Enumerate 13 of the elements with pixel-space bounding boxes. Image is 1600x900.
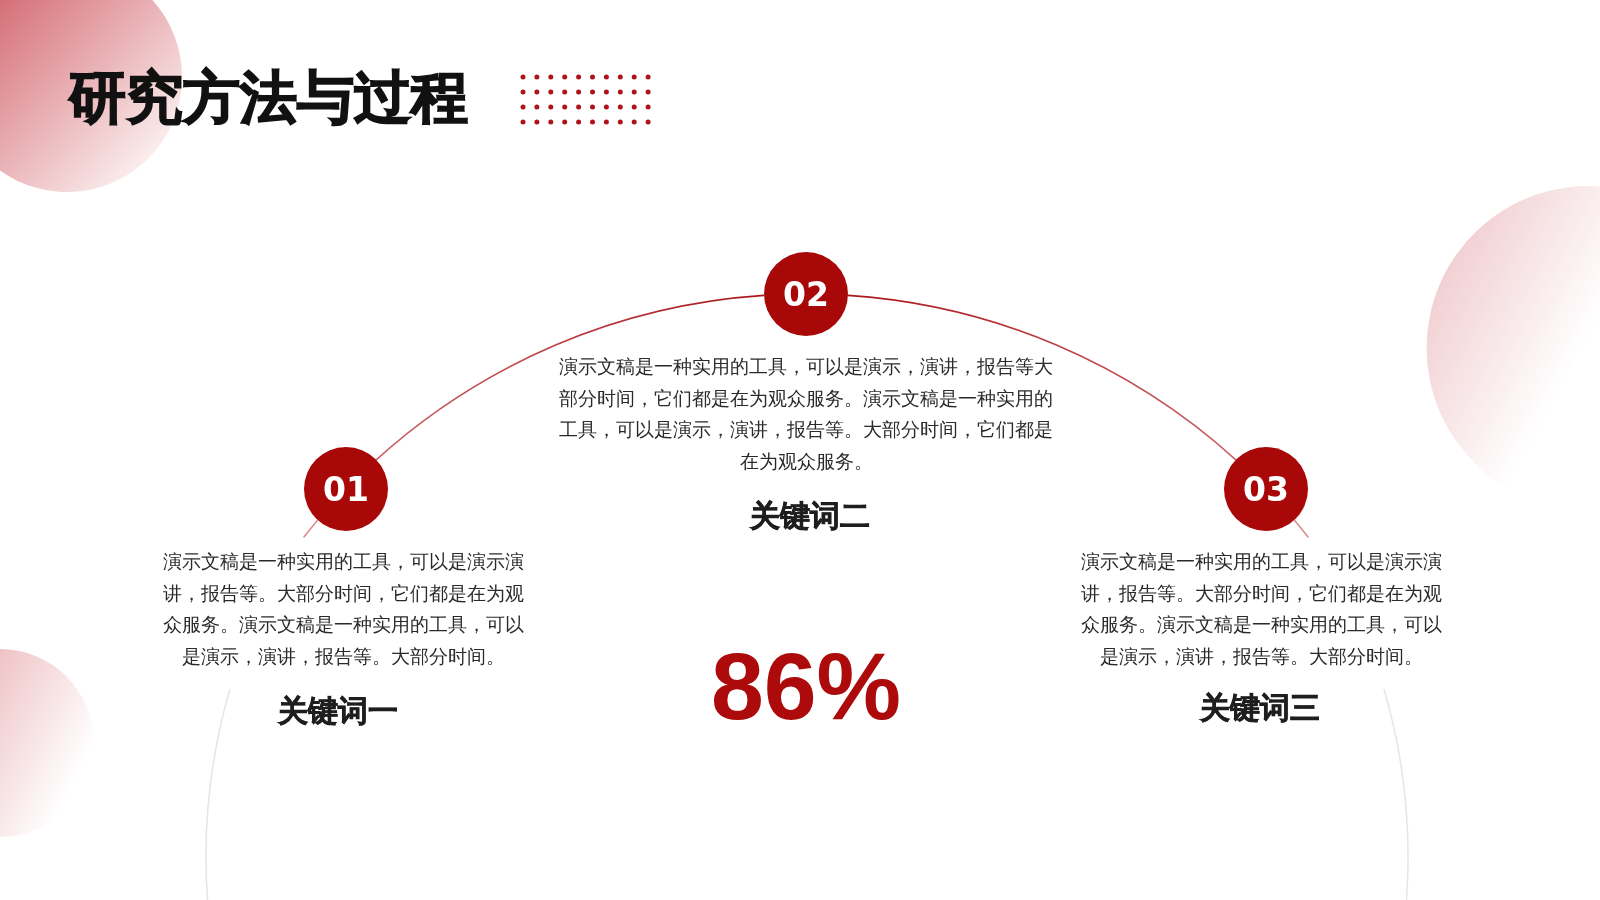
step-number: 01 — [323, 472, 369, 506]
arc-connector — [375, 294, 765, 461]
keyword-heading: 关键词一 — [278, 693, 398, 729]
description-text: 演示文稿是一种实用的工具，可以是演示，演讲，报告等大部分时间，它们都是在为观众服务。演示文稿是一种实用的工具，可以是演示，演讲，报告等。大部分时间，它们都是在为观众服务。 — [558, 355, 1054, 474]
step-number: 02 — [783, 277, 829, 311]
slide-title: 研究方法与过程 — [69, 68, 468, 128]
step-number: 03 — [1243, 472, 1289, 506]
percentage-value: 86% — [710, 639, 902, 734]
description-text: 演示文稿是一种实用的工具，可以是演示演讲，报告等。大部分时间，它们都是在为观众服务。演示文稿是一种实用的工具，可以是演示，演讲，报告等。大部分时间。 — [161, 550, 525, 669]
keyword-heading: 关键词三 — [1200, 690, 1320, 726]
keyword-heading: 关键词二 — [750, 498, 870, 534]
arc-connector — [847, 294, 1237, 461]
description-text: 演示文稿是一种实用的工具，可以是演示演讲，报告等。大部分时间，它们都是在为观众服务。演示文稿是一种实用的工具，可以是演示，演讲，报告等。大部分时间。 — [1079, 550, 1443, 669]
